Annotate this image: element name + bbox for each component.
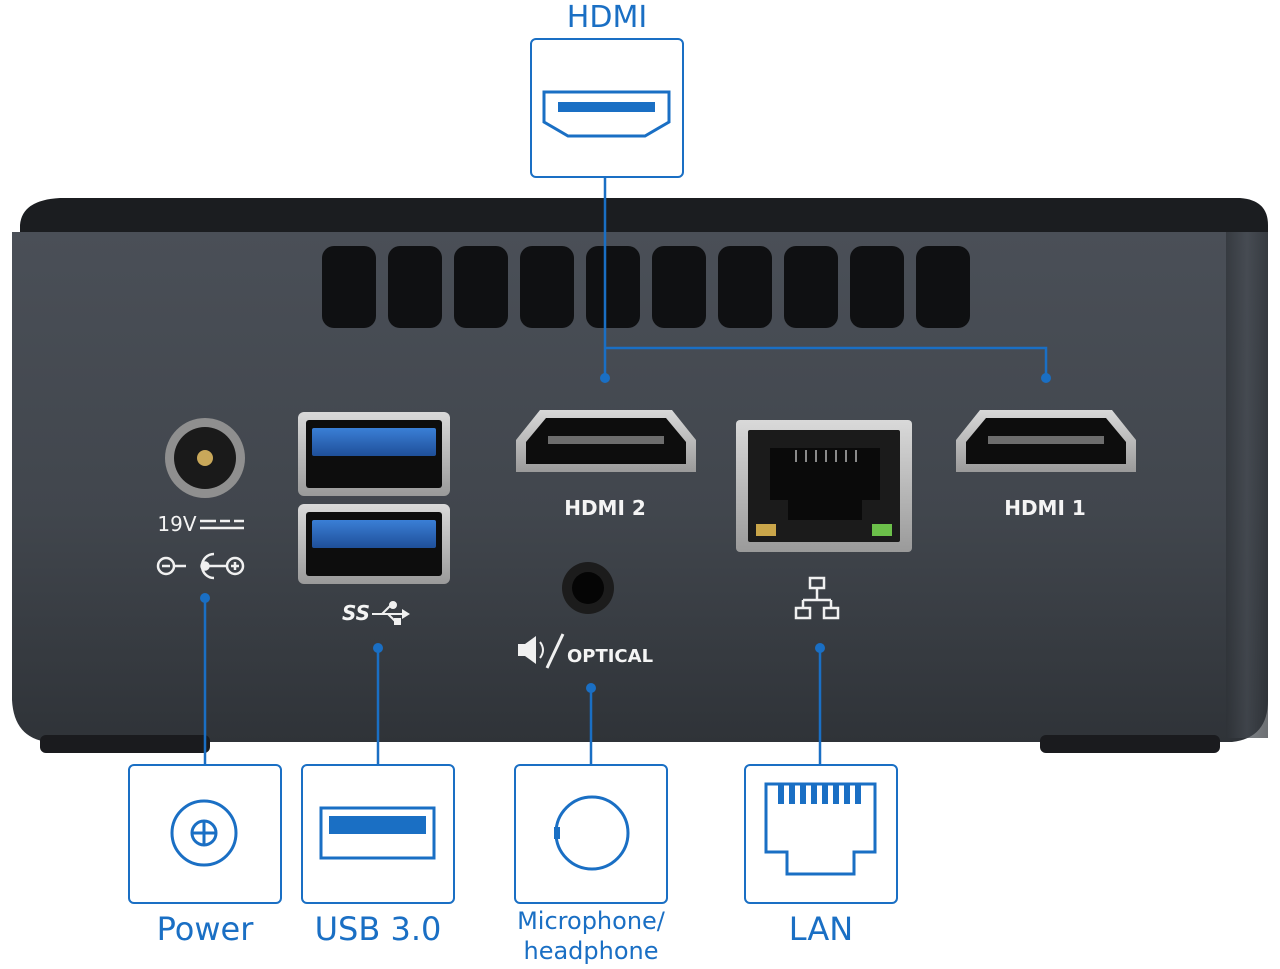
- usb-port-icon: [319, 806, 436, 860]
- chassis-foot-left: [40, 735, 210, 753]
- optical-silkscreen: OPTICAL: [566, 646, 654, 667]
- vent-grille: [322, 246, 970, 328]
- speaker-icon: [518, 633, 565, 669]
- lan-callout-label: LAN: [788, 910, 854, 948]
- lan-port-icon: [764, 782, 877, 876]
- audio-jack-icon: [554, 795, 630, 871]
- hdmi2-silkscreen: HDMI 2: [564, 496, 646, 520]
- audio-jack: [562, 562, 614, 614]
- hdmi2-port: [516, 410, 696, 472]
- usb-callout-label: USB 3.0: [314, 910, 442, 948]
- callout-lines: [203, 176, 1048, 764]
- chassis-top: [20, 198, 1268, 232]
- voltage-silkscreen: 19V: [157, 512, 197, 536]
- usb-port-top: [298, 412, 450, 496]
- hdmi-port-icon: [542, 90, 671, 138]
- audio-callout-label-line1: Microphone/: [517, 907, 665, 935]
- hdmi-callout-label: HDMI: [566, 0, 648, 35]
- power-callout-box: [128, 764, 282, 904]
- usb-port-bottom: [298, 504, 450, 584]
- chassis-body: [12, 232, 1268, 742]
- network-icon: [794, 576, 840, 620]
- callout-dots: [200, 373, 1051, 693]
- lan-callout-box: [744, 764, 898, 904]
- lan-port: [736, 420, 912, 552]
- chassis-side: [1226, 232, 1268, 738]
- usb-callout-box: [301, 764, 455, 904]
- usb-ss-silkscreen: SS: [341, 601, 371, 625]
- hdmi-callout-box: [530, 38, 684, 178]
- chassis-foot-right: [1040, 735, 1220, 753]
- power-jack-icon: [170, 799, 238, 867]
- audio-callout-label-line2: headphone: [523, 937, 659, 965]
- usb-ss-icon: [372, 601, 410, 625]
- dc-polarity-icon: [156, 519, 245, 580]
- hdmi1-port: [956, 410, 1136, 472]
- hdmi1-silkscreen: HDMI 1: [1004, 496, 1086, 520]
- audio-callout-box: [514, 764, 668, 904]
- power-jack-icon: [165, 418, 245, 498]
- power-callout-label: Power: [156, 910, 254, 948]
